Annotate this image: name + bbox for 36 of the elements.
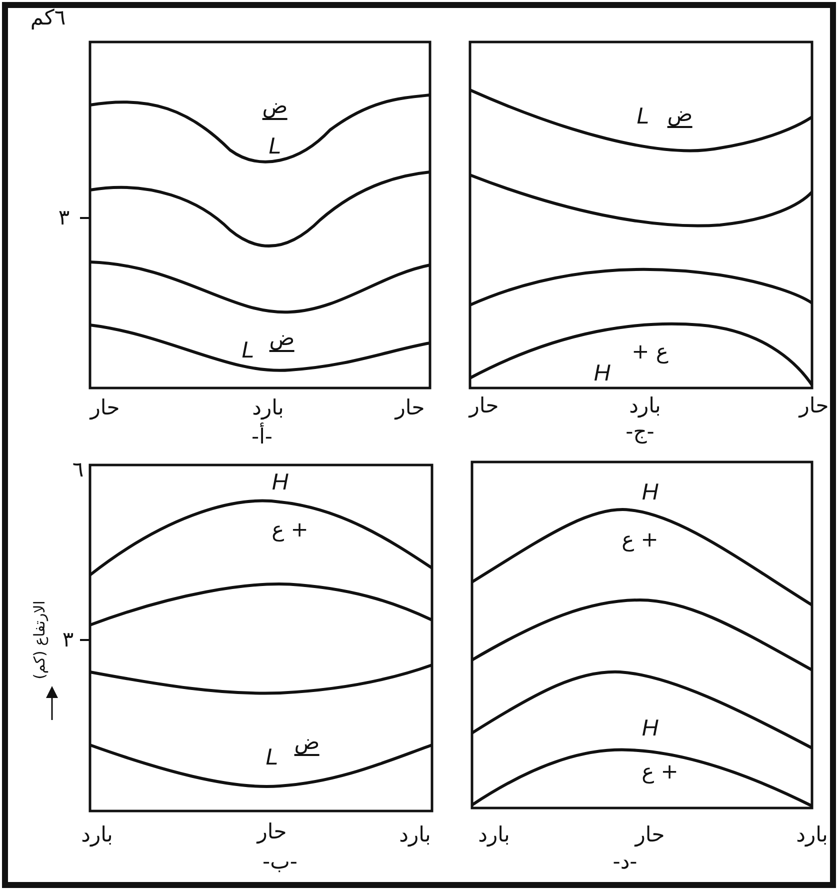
axis-tick-label: ٦ (72, 460, 84, 480)
axis-label: بارد (478, 824, 510, 846)
panel-caption: -ب- (262, 852, 298, 872)
axis-label: حار (799, 396, 829, 416)
curve-label: H (594, 362, 610, 384)
axis-label: بارد (399, 824, 431, 846)
axis-tick-label: ٦كم (30, 8, 66, 28)
axis-label: حار (257, 822, 287, 842)
axis-label: بارد (629, 396, 661, 416)
axis-label: بارد (81, 824, 113, 846)
axis-label: حار (395, 398, 425, 418)
curve-label: H (642, 480, 658, 504)
axis-label: حار (469, 396, 499, 416)
curve-label: + ع (632, 342, 668, 362)
curve-label: ض (269, 328, 295, 352)
curve-label: ض (667, 104, 693, 128)
curve-label: ع + (272, 520, 308, 540)
curve-label: L (636, 104, 650, 128)
curve-label: ع + (642, 762, 678, 782)
curve-label: ع + (622, 530, 658, 550)
axis-label: بارد (796, 824, 828, 846)
axis-tick-label: ٣ (58, 208, 70, 228)
panel-caption: -د- (612, 852, 638, 872)
axis-label: حار (90, 398, 120, 418)
curve-label: ض (262, 96, 288, 120)
curve-label: L (266, 746, 278, 768)
panel-caption: -ج- (626, 422, 654, 442)
curve-label: H (642, 716, 658, 740)
curve-label: ض (294, 732, 320, 756)
curve-label: L (268, 134, 282, 158)
axis-title: الارتفاع (كم) (32, 600, 48, 680)
axis-label: حار (635, 824, 665, 846)
curve-label: L (242, 338, 254, 362)
axis-label: بارد (252, 398, 284, 418)
axis-tick-label: ٣ (62, 630, 74, 650)
curve-label: H (272, 470, 288, 494)
